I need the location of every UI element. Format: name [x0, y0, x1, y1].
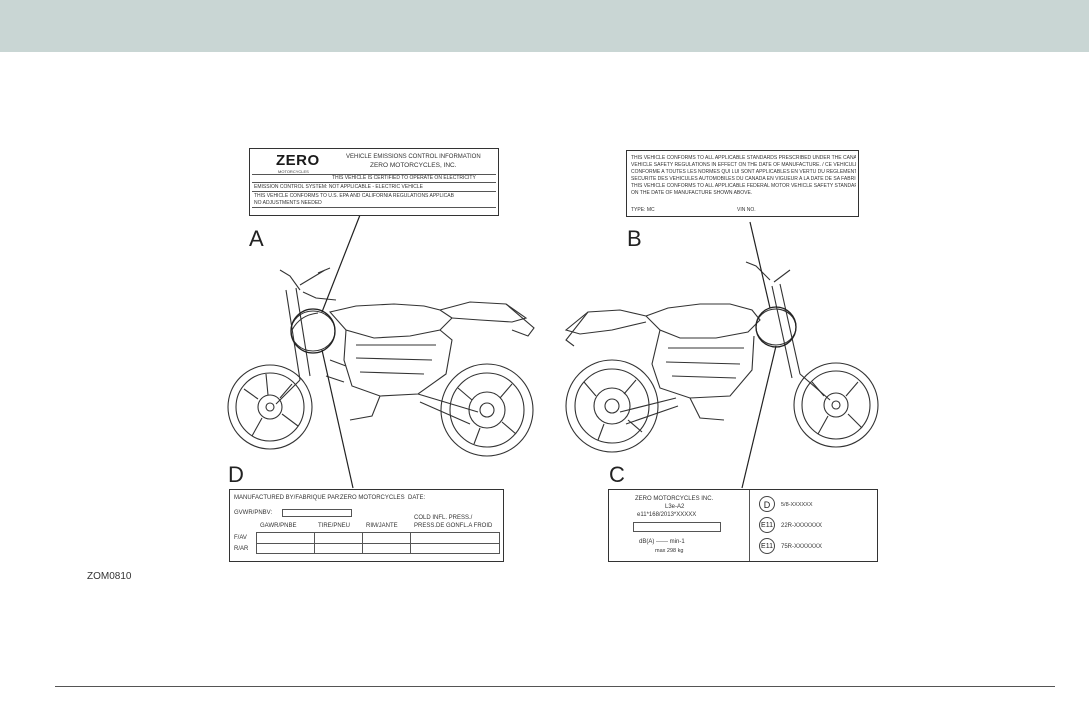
label-b-vin: VIN NO.: [737, 207, 756, 213]
label-d-header-gawr: GAWR/PNBE: [260, 523, 297, 529]
leader-line-a: [321, 214, 361, 313]
leader-line-d: [321, 349, 354, 489]
left-motorcycle: [227, 267, 535, 457]
label-b-line-6: ON THE DATE OF MANUFACTURE SHOWN ABOVE.: [631, 190, 753, 196]
label-a-company: ZERO MOTORCYCLES, INC.: [370, 162, 457, 169]
label-d-company: ZERO MOTORCYCLES: [340, 495, 405, 501]
label-c-mark-2-code: E11: [759, 517, 775, 533]
callout-ring-a: [290, 308, 336, 354]
label-d-gvwr: GVWR/PNBV:: [234, 510, 273, 516]
label-d-cold-infl: COLD INFL. PRESS./: [414, 515, 473, 521]
label-b: THIS VEHICLE CONFORMS TO ALL APPLICABLE …: [626, 150, 859, 217]
label-c: ZERO MOTORCYCLES INC. L3e-A2 e11*168/201…: [608, 489, 878, 562]
label-d-header-press: PRESS.DE GONFL.A FROID: [414, 523, 493, 529]
label-d-row-front: F/AV: [234, 535, 247, 541]
label-d-header-rim: RIM/JANTE: [366, 523, 398, 529]
right-motorcycle: [564, 261, 879, 453]
label-c-mass: max 298 kg: [655, 548, 684, 554]
label-c-mark-2-text: 22R-XXXXXXX: [781, 523, 823, 529]
label-a-heading: VEHICLE EMISSIONS CONTROL INFORMATION: [346, 154, 481, 160]
callout-letter-c: C: [609, 462, 625, 487]
label-b-line-2: VEHICLE SAFETY REGULATIONS IN EFFECT ON …: [631, 162, 856, 168]
label-b-line-3: CONFORME A TOUTES LES NORMES QUI LUI SON…: [631, 169, 856, 175]
label-b-type: TYPE: MC: [631, 207, 655, 213]
zero-logo-subtext: MOTORCYCLES: [278, 169, 309, 174]
label-c-mark-1-text: 5/8-XXXXXX: [781, 502, 813, 508]
label-a-line-2: EMISSION CONTROL SYSTEM: NOT APPLICABLE …: [254, 184, 423, 190]
figure-code: ZOM0810: [87, 571, 132, 582]
label-c-approval: e11*168/2013*XXXXX: [637, 512, 697, 518]
label-d-header-tire: TIRE/PNEU: [318, 523, 351, 529]
label-d: MANUFACTURED BY/FABRIQUE PAR: ZERO MOTOR…: [229, 489, 504, 562]
label-b-line-1: THIS VEHICLE CONFORMS TO ALL APPLICABLE …: [631, 155, 856, 161]
label-c-model: L3e-A2: [665, 504, 685, 510]
label-c-rpm: dB(A) ------ min-1: [639, 539, 685, 545]
callout-letter-a: A: [249, 226, 264, 251]
label-c-mark-3-code: E11: [759, 538, 775, 554]
zero-logo-text: ZERO: [276, 152, 320, 169]
label-d-row-rear: R/AR: [234, 546, 249, 552]
label-d-manufacturer: MANUFACTURED BY/FABRIQUE PAR:: [234, 495, 341, 501]
label-b-line-4: SECURITE DES VEHICULES AUTOMOBILES DU CA…: [631, 176, 856, 182]
leader-line-c: [741, 345, 777, 489]
label-a-line-4: NO ADJUSTMENTS NEEDED: [254, 200, 322, 206]
label-c-company: ZERO MOTORCYCLES INC.: [635, 496, 714, 502]
label-a-line-3: THIS VEHICLE CONFORMS TO U.S. EPA AND CA…: [254, 193, 454, 199]
label-a: ZERO MOTORCYCLES VEHICLE EMISSIONS CONTR…: [249, 148, 499, 216]
label-a-line-1: THIS VEHICLE IS CERTIFIED TO OPERATE ON …: [332, 175, 476, 181]
callout-letter-d: D: [228, 462, 244, 487]
callout-letter-b: B: [627, 226, 642, 251]
label-b-line-5: THIS VEHICLE CONFORMS TO ALL APPLICABLE …: [631, 183, 856, 189]
footer-rule: [55, 686, 1055, 687]
label-c-mark-3-text: 75R-XXXXXXX: [781, 544, 823, 550]
header-band: [0, 0, 1089, 52]
label-d-date: DATE:: [408, 495, 426, 501]
leader-line-b: [749, 221, 771, 309]
label-c-mark-1-code: D: [759, 496, 775, 512]
